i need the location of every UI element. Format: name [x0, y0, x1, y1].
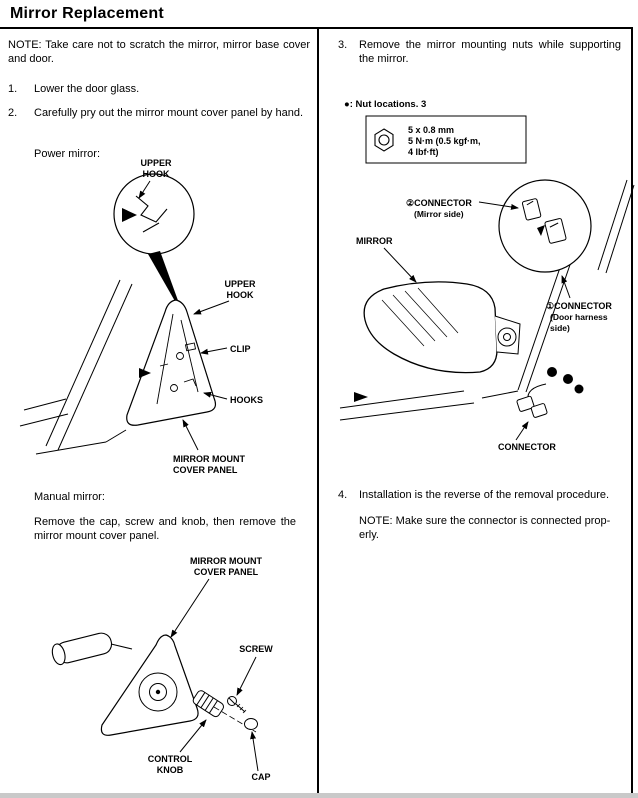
panel-label-line1: MIRROR MOUNT — [173, 454, 245, 464]
cap-label: CAP — [251, 772, 270, 782]
column-divider — [317, 27, 319, 798]
step4-text: Installation is the reverse of the remov… — [359, 489, 610, 501]
step3-number: 3. — [338, 39, 348, 51]
step3-text: Remove the mirror mounting nuts while su… — [359, 39, 621, 65]
mirror-label: MIRROR — [356, 236, 393, 246]
mirror-housing-drawing — [363, 281, 498, 374]
connector1-leader — [561, 275, 571, 299]
plug-direction-arrow — [537, 225, 545, 236]
page-bottom-edge — [0, 793, 638, 798]
connector2-sublabel: (Mirror side) — [414, 209, 464, 219]
cap-drawing — [244, 718, 258, 730]
torque-spec-line3: 4 lbf·ft) — [408, 147, 439, 157]
clip-leader — [200, 347, 228, 355]
cap-leader — [250, 731, 259, 772]
step2-number: 2. — [8, 107, 18, 119]
screw-leader — [236, 656, 257, 696]
door-frame-lines — [19, 279, 133, 455]
hook-detail-arrow — [122, 208, 137, 222]
hook-detail-drawing — [135, 195, 168, 233]
mirror-mounting-diagram: ●: Nut locations. 3 5 x 0.8 mm 5 N·m (0.… — [339, 99, 635, 452]
connector-detail-drawing — [521, 198, 567, 244]
manual-panel-label-line1: MIRROR MOUNT — [190, 556, 262, 566]
upper-hook-1-leader — [138, 180, 151, 199]
manual-mirror-caption: Manual mirror: — [34, 491, 105, 503]
manual-mirror-diagram: MIRROR MOUNT COVER PANEL SCREW CONTROL K… — [51, 556, 273, 782]
power-mirror-caption: Power mirror: — [34, 148, 101, 160]
manual-panel-label-line2: COVER PANEL — [194, 567, 259, 577]
upper-hook-label-1-line2: HOOK — [143, 169, 171, 179]
panel-label-line2: COVER PANEL — [173, 465, 238, 475]
control-knob-drawing — [192, 690, 224, 718]
direction-arrow — [354, 392, 368, 402]
page-right-border — [631, 27, 633, 798]
screw-drawing — [227, 696, 247, 714]
nut-location-dot-2 — [563, 374, 573, 384]
title-divider — [0, 27, 633, 29]
manual-panel-leader — [170, 578, 210, 638]
step2-text: Carefully pry out the mirror mount cover… — [34, 107, 304, 119]
nut-location-dot-1 — [547, 367, 557, 377]
step1-number: 1. — [8, 83, 18, 95]
note-paragraph: NOTE: Take care not to scratch the mirro… — [8, 39, 310, 65]
knob-boss-center — [155, 689, 161, 695]
power-mirror-diagram: UPPER HOOK UPPER HOOK CLIP HOOKS MIRROR … — [19, 158, 263, 475]
step4-note-line1: NOTE: Make sure the connector is connect… — [359, 515, 611, 527]
door-frame-lines — [339, 179, 635, 421]
step1-text: Lower the door glass. — [34, 83, 140, 95]
hooks-leader — [203, 391, 228, 400]
torque-spec-line2: 5 N·m (0.5 kgf·m, — [408, 136, 481, 146]
control-knob-label-line1: CONTROL — [148, 754, 193, 764]
nut-locations-label: ●: Nut locations. 3 — [344, 99, 426, 110]
handle-drawing — [51, 632, 133, 666]
connector-bottom-label: CONNECTOR — [498, 442, 556, 452]
panel-leader — [182, 419, 199, 451]
connector1-sublabel-line1: (Door harness — [550, 312, 608, 322]
upper-hook-label-2-line2: HOOK — [227, 290, 255, 300]
cover-panel-details — [156, 313, 199, 405]
mirror-base-drawing — [494, 315, 521, 355]
connector-bottom-leader — [515, 421, 529, 441]
hooks-label: HOOKS — [230, 395, 263, 405]
page-title: Mirror Replacement — [10, 5, 164, 22]
connector2-leader — [478, 201, 519, 210]
control-knob-leader — [179, 719, 207, 753]
step4-note-line2: erly. — [359, 529, 379, 541]
clip-label: CLIP — [230, 344, 251, 354]
mirror-glass-hatching — [381, 287, 459, 347]
cover-panel-drawing — [126, 299, 217, 426]
pry-arrow — [139, 368, 151, 378]
manual-mirror-text: Remove the cap, screw and knob, then rem… — [34, 516, 296, 542]
upper-hook-label-2-line1: UPPER — [224, 279, 256, 289]
connector1-label: ①CONNECTOR — [546, 301, 612, 311]
upper-hook-label-1-line1: UPPER — [140, 158, 172, 168]
connector1-sublabel-line2: side) — [550, 323, 570, 333]
control-knob-label-line2: KNOB — [157, 765, 184, 775]
harness-connector-drawing — [516, 383, 548, 418]
upper-hook-2-leader — [193, 300, 230, 315]
nut-location-dot-3 — [574, 384, 584, 394]
screw-label: SCREW — [239, 644, 273, 654]
nut-icon — [374, 128, 394, 152]
step4-number: 4. — [338, 489, 348, 501]
connector2-label: ②CONNECTOR — [406, 198, 472, 208]
torque-spec-box — [365, 115, 527, 164]
torque-spec-line1: 5 x 0.8 mm — [408, 125, 454, 135]
mirror-leader — [383, 247, 417, 283]
